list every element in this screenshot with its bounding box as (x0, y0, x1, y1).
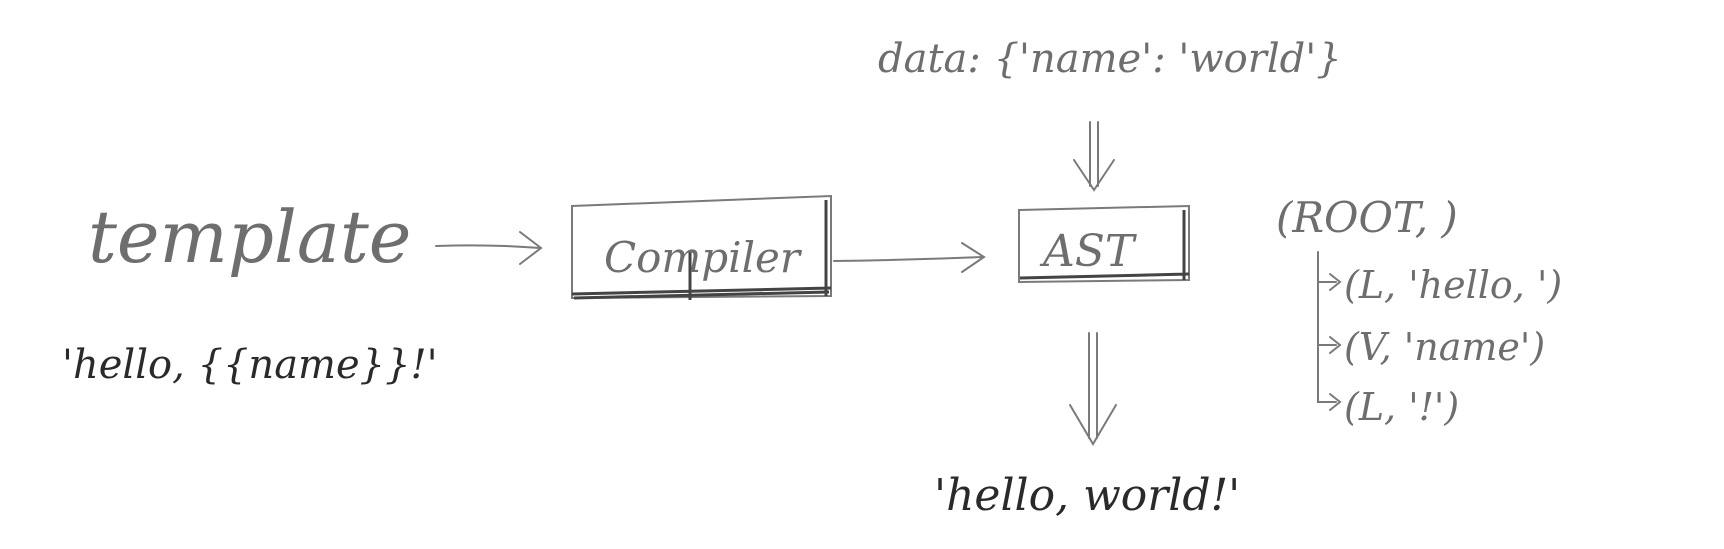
tree-child-literal-bang: (L, '!') (1344, 385, 1459, 429)
template-label: template (88, 195, 411, 279)
tree-child-variable-name: (V, 'name') (1344, 325, 1545, 369)
template-to-compiler-arrow (435, 231, 543, 265)
ast-label: AST (1039, 226, 1138, 277)
data-label: data: {'name': 'world'} (878, 36, 1342, 82)
tree-child-literal-hello: (L, 'hello, ') (1344, 263, 1562, 307)
compiler-box: Compiler (571, 194, 832, 300)
data-to-ast-arrow (1073, 121, 1115, 192)
ast-box: AST (1018, 204, 1190, 284)
compiler-to-ast-arrow (833, 242, 986, 273)
compiler-label: Compiler (604, 233, 803, 282)
ast-to-output-arrow (1069, 332, 1117, 446)
template-example: 'hello, {{name}}!' (62, 342, 438, 388)
output-result: 'hello, world!' (934, 470, 1240, 521)
tree-root: (ROOT, ) (1276, 193, 1458, 242)
tree-connector (1317, 251, 1342, 411)
